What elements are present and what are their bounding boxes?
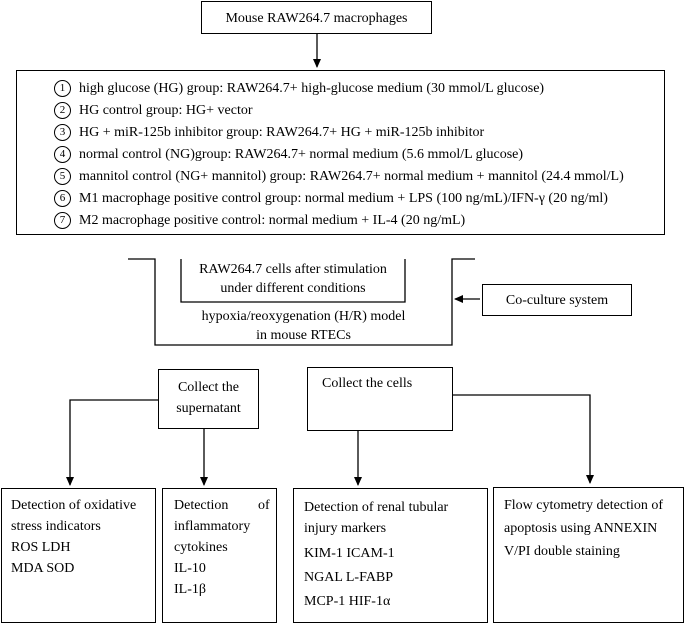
treatment-groups-box: 1 high glucose (HG) group: RAW264.7+ high… xyxy=(16,70,665,235)
inner-well-label-1: RAW264.7 cells after stimulation xyxy=(199,262,387,277)
group-text-5: mannitol control (NG+ mannitol) group: R… xyxy=(79,169,624,184)
collect-cells-label: Collect the cells xyxy=(322,376,413,391)
group-text-4: normal control (NG)group: RAW264.7+ norm… xyxy=(79,147,524,162)
inflammatory-line-5: IL-1β xyxy=(174,582,206,597)
renal-line-2: injury markers xyxy=(304,521,387,536)
renal-line-1: Detection of renal tubular xyxy=(304,500,449,515)
oxidative-line-4: MDA SOD xyxy=(11,561,75,576)
group-text-3: HG + miR-125b inhibitor group: RAW264.7+… xyxy=(79,125,485,140)
coculture-system-label: Co-culture system xyxy=(505,293,609,308)
renal-line-3: KIM-1 ICAM-1 xyxy=(304,546,395,561)
inflammatory-line-2: inflammatory xyxy=(174,519,251,534)
group-number-4: 4 xyxy=(54,146,71,163)
inflammatory-line-3: cytokines xyxy=(174,540,228,555)
group-number-5: 5 xyxy=(54,168,71,185)
macrophage-source-box: Mouse RAW264.7 macrophages xyxy=(201,1,432,34)
collect-supernatant-label-1: Collect the xyxy=(177,380,240,395)
group-item-7: 7 M2 macrophage positive control: normal … xyxy=(54,212,465,230)
flow-line-1: Flow cytometry detection of xyxy=(504,498,664,513)
flow-cytometry-box: Flow cytometry detection of apoptosis us… xyxy=(493,487,684,623)
collect-supernatant-box: Collect the supernatant xyxy=(158,369,259,429)
inflammatory-line-1a: Detection xyxy=(174,498,229,513)
oxidative-line-1: Detection of oxidative xyxy=(11,498,137,513)
flow-line-3: V/PI double staining xyxy=(504,544,620,559)
group-number-6: 6 xyxy=(54,190,71,207)
macrophage-source-label: Mouse RAW264.7 macrophages xyxy=(225,11,408,26)
group-text-2: HG control group: HG+ vector xyxy=(79,103,253,118)
renal-line-5: MCP-1 HIF-1α xyxy=(304,594,391,609)
group-number-1: 1 xyxy=(54,80,71,97)
collect-supernatant-label-2: supernatant xyxy=(176,401,241,416)
renal-line-4: NGAL L-FABP xyxy=(304,570,394,585)
flow-line-2: apoptosis using ANNEXIN xyxy=(504,521,658,536)
outer-well xyxy=(128,258,475,346)
group-text-1: high glucose (HG) group: RAW264.7+ high-… xyxy=(79,81,545,96)
coculture-system-box: Co-culture system xyxy=(482,284,632,316)
oxidative-line-2: stress indicators xyxy=(11,519,101,534)
connector-supernatant-left xyxy=(66,399,158,486)
inner-insert xyxy=(180,259,406,303)
group-item-3: 3 HG + miR-125b inhibitor group: RAW264.7… xyxy=(54,124,484,142)
inner-well-label-2: under different conditions xyxy=(220,281,366,296)
inflammatory-cytokines-box: Detection of inflammatory cytokines IL-1… xyxy=(162,488,277,623)
outer-well-label-1: hypoxia/reoxygenation (H/R) model xyxy=(201,309,406,324)
inflammatory-line-4: IL-10 xyxy=(174,561,206,576)
oxidative-stress-box: Detection of oxidative stress indicators… xyxy=(1,488,156,623)
group-number-7: 7 xyxy=(54,212,71,229)
group-text-6: M1 macrophage positive control group: no… xyxy=(79,191,608,206)
group-item-1: 1 high glucose (HG) group: RAW264.7+ high… xyxy=(54,80,544,98)
outer-well-label-2: in mouse RTECs xyxy=(256,328,351,343)
group-number-2: 2 xyxy=(54,102,71,119)
connector-cells-right xyxy=(453,394,594,484)
collect-cells-box: Collect the cells xyxy=(307,367,453,431)
group-item-5: 5 mannitol control (NG+ mannitol) group: … xyxy=(54,168,624,186)
inflammatory-line-1b: of xyxy=(258,498,270,513)
group-item-4: 4 normal control (NG)group: RAW264.7+ nor… xyxy=(54,146,523,164)
group-item-2: 2 HG control group: HG+ vector xyxy=(54,102,253,120)
renal-injury-markers-box: Detection of renal tubular injury marker… xyxy=(293,488,488,623)
group-item-6: 6 M1 macrophage positive control group: n… xyxy=(54,190,608,208)
oxidative-line-3: ROS LDH xyxy=(11,540,71,555)
group-text-7: M2 macrophage positive control: normal m… xyxy=(79,213,466,228)
group-number-3: 3 xyxy=(54,124,71,141)
